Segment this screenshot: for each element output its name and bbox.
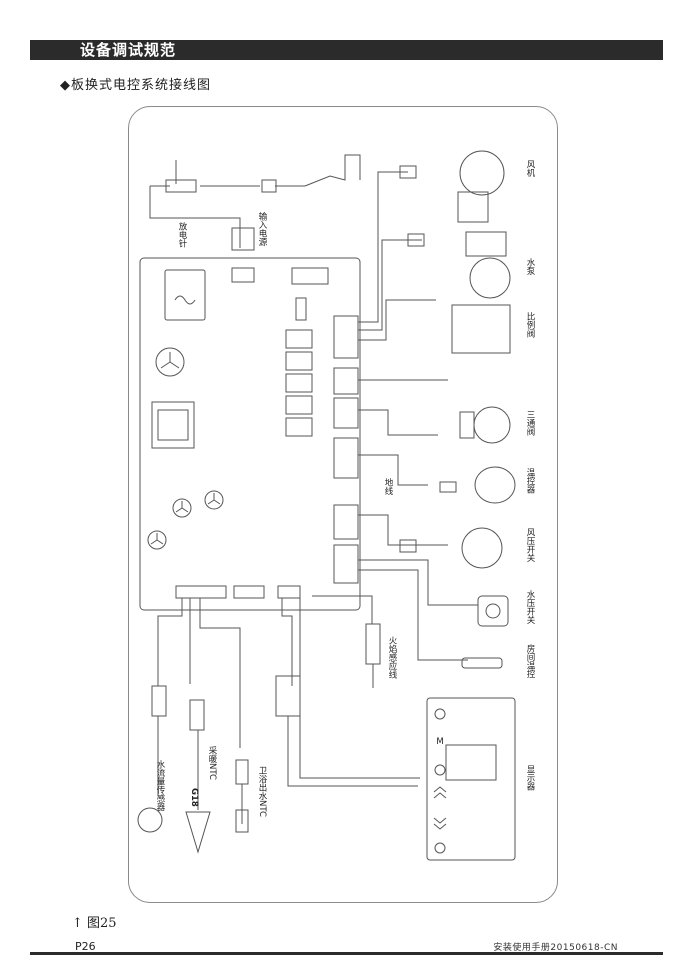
label-display: 显示器 — [525, 765, 535, 791]
label-air-pressure-switch: 风压开关 — [525, 528, 535, 563]
connector-temp — [333, 437, 359, 479]
connector-bottom-1 — [175, 585, 227, 599]
connector-fan — [333, 315, 359, 359]
control-board — [139, 257, 361, 611]
label-fan: 风机 — [525, 160, 535, 178]
header-bar — [30, 40, 663, 60]
relay — [285, 417, 313, 437]
label-proportional-valve: 比例阀 — [525, 311, 535, 338]
dhw-ntc-connector — [235, 759, 249, 785]
temp-limiter-icon — [474, 466, 516, 504]
label-three-way-valve: 三通阀 — [525, 410, 535, 436]
connector-pressure — [333, 544, 359, 584]
water-pressure-switch-icon — [477, 595, 509, 627]
figure-caption: ↑ 图25 — [72, 916, 117, 931]
label-room-thermostat: 房间温控 — [525, 643, 535, 679]
display-unit — [426, 697, 516, 861]
heating-ntc-connector — [189, 699, 205, 731]
label-g18: G18 — [189, 788, 199, 807]
power-connector — [231, 227, 255, 251]
connector-bottom-2 — [233, 585, 265, 599]
flow-sensor-connector — [151, 685, 167, 717]
relay — [285, 329, 313, 349]
diagram-subtitle: ◆板换式电控系统接线图 — [60, 78, 211, 93]
relay — [285, 373, 313, 393]
fan-connector-icon — [155, 347, 185, 377]
pump-icon — [465, 231, 507, 257]
flame-sensor-icon — [365, 623, 381, 665]
label-flow-sensor: 水流量传感器 — [155, 759, 165, 812]
connector-valve — [333, 367, 359, 395]
label-dhw-ntc: 卫浴出水NTC — [257, 766, 267, 817]
label-power-input: 输入电源 — [257, 211, 267, 247]
power-cable — [149, 160, 305, 248]
air-pressure-switch-icon — [461, 527, 503, 569]
label-water-pressure-switch: 水压开关 — [525, 589, 535, 625]
page-title: 设备调试规范 — [80, 41, 177, 59]
heating-ntc-icon — [185, 811, 211, 854]
ignition-transformer — [164, 269, 206, 321]
fan-icon — [459, 150, 505, 196]
flow-sensor-icon — [137, 807, 163, 833]
manual-version: 安装使用手册20150618-CN — [493, 943, 618, 953]
three-way-valve-icon — [473, 406, 511, 444]
label-pump: 水泵 — [525, 257, 535, 275]
footer-rule — [30, 952, 663, 955]
room-thermostat-icon — [461, 657, 503, 669]
connector-sensors — [333, 504, 359, 540]
label-flame-sensor: 火焰感应线 — [387, 636, 397, 679]
label-temp-limiter: 温控器 — [525, 467, 535, 494]
diagram-frame — [128, 106, 558, 903]
proportional-valve-icon — [451, 304, 511, 354]
label-ignition-needle: 放电针 — [177, 221, 187, 248]
label-heating-ntc: 采暖NTC — [207, 745, 217, 780]
label-ground-wire: 地线 — [383, 477, 393, 495]
page-number: P26 — [75, 940, 96, 953]
transformer — [151, 401, 195, 449]
label-display-m: M — [436, 737, 443, 747]
relay — [285, 395, 313, 415]
display-connector — [275, 675, 301, 717]
connector-3way — [333, 397, 359, 429]
connector-bottom-3 — [277, 585, 301, 599]
relay — [285, 351, 313, 371]
